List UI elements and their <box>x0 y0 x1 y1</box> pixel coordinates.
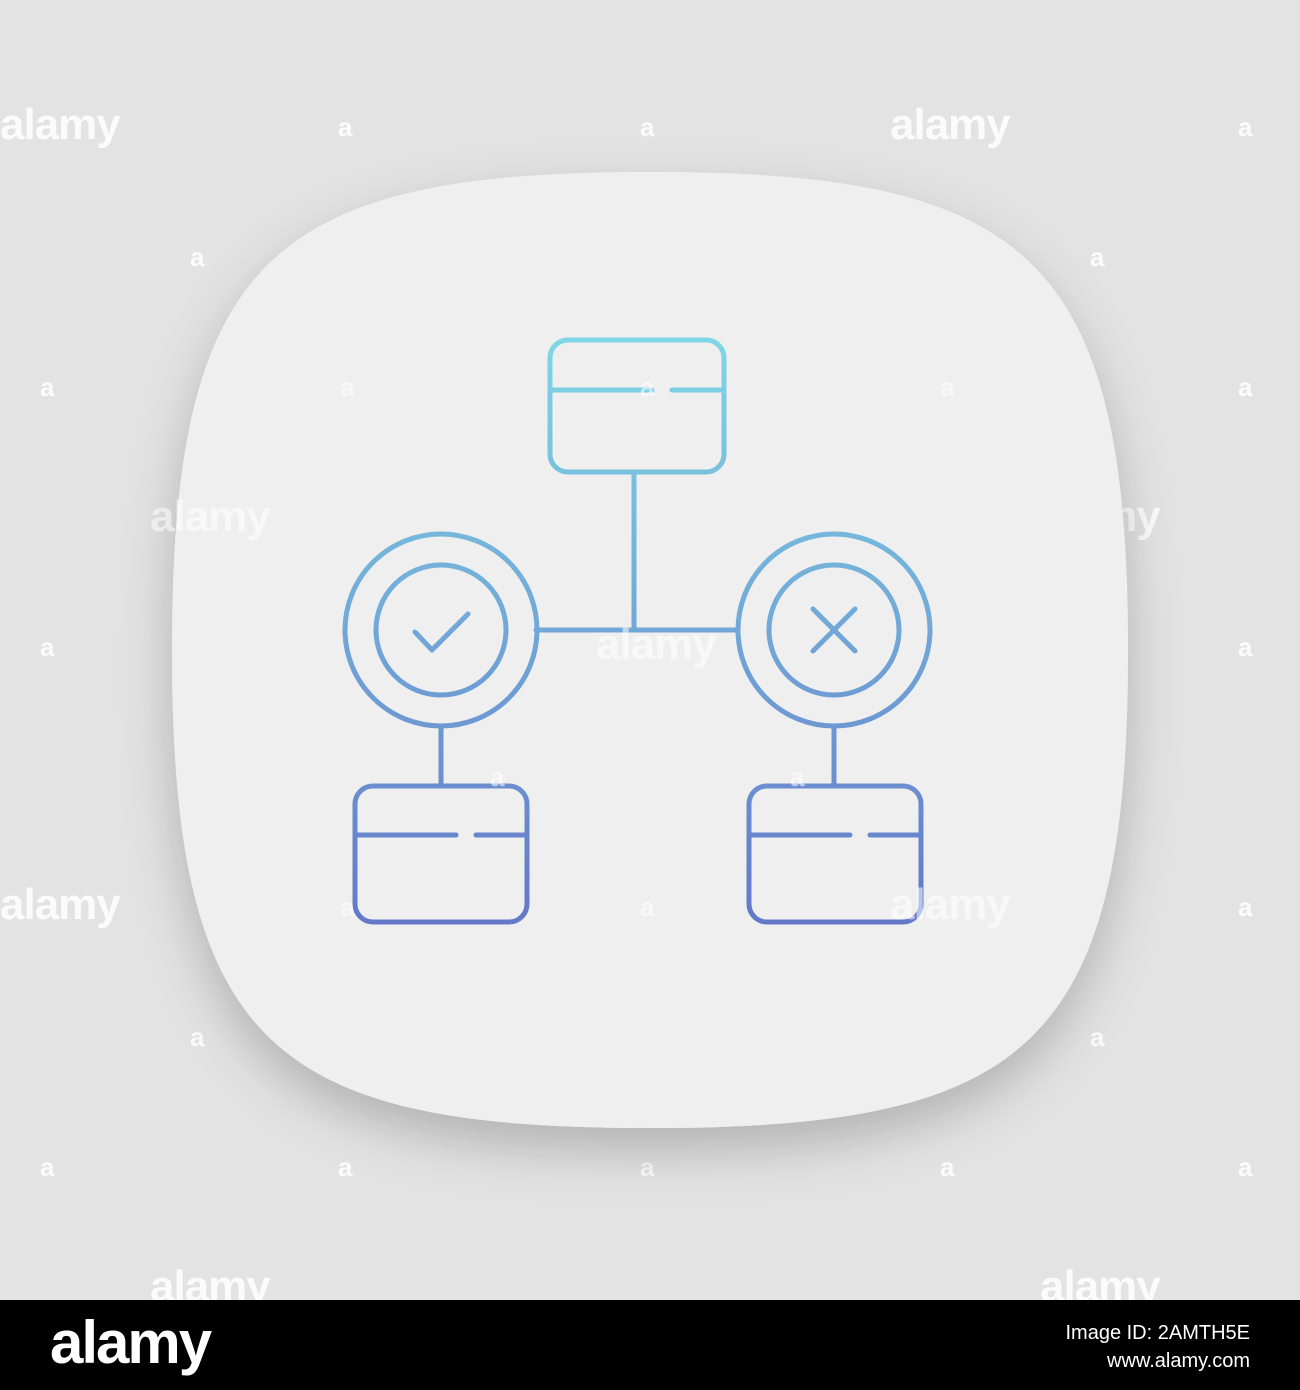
watermark-glyph: a <box>340 372 355 402</box>
watermark-glyph: a <box>1090 242 1105 272</box>
watermark-glyph: a <box>940 372 955 402</box>
app-icon-card <box>172 172 1128 1128</box>
watermark-glyph: a <box>338 112 353 142</box>
reject-outcome-box <box>746 783 924 925</box>
watermark: alamy <box>890 100 1011 149</box>
watermark: alamy <box>1040 1262 1161 1300</box>
site-url-link[interactable]: www.alamy.com <box>1107 1350 1250 1372</box>
watermark: alamy <box>0 880 121 929</box>
watermark-glyph: a <box>640 1152 655 1182</box>
watermark-glyph: a <box>1238 372 1253 402</box>
watermark-glyph: a <box>1238 632 1253 662</box>
watermark-glyph: a <box>790 762 805 792</box>
watermark-glyph: a <box>940 1152 955 1182</box>
watermark-glyph: a <box>490 762 505 792</box>
watermark: alamy <box>150 1262 271 1300</box>
watermark-glyph: a <box>40 1152 55 1182</box>
watermark-glyph: a <box>640 372 655 402</box>
watermark-glyph: a <box>1238 892 1253 922</box>
image-canvas: alamy a a alamy a a a a a a a alamy a a … <box>0 0 1300 1300</box>
watermark-glyph: a <box>40 632 55 662</box>
stock-footer-bar: alamy Image ID: 2AMTH5E www.alamy.com <box>0 1300 1300 1390</box>
watermark: alamy <box>890 880 1011 929</box>
watermark: alamy <box>150 492 271 541</box>
watermark-glyph: a <box>40 372 55 402</box>
watermark-glyph: a <box>1090 1022 1105 1052</box>
approve-outcome-box <box>352 783 530 925</box>
alamy-logo: alamy <box>50 1309 212 1376</box>
close-icon <box>810 606 858 654</box>
watermark-glyph: a <box>1238 112 1253 142</box>
watermark-glyph: a <box>640 112 655 142</box>
watermark: alamy <box>0 100 121 149</box>
app-icon <box>172 172 1128 1128</box>
watermark: alamy <box>596 620 717 669</box>
image-id-label: Image ID: 2AMTH5E <box>1065 1322 1250 1344</box>
check-icon <box>412 611 471 653</box>
watermark-glyph: a <box>338 1152 353 1182</box>
top-process-box <box>547 337 727 475</box>
watermark-glyph: a <box>340 892 355 922</box>
watermark-glyph: a <box>640 892 655 922</box>
watermark-glyph: a <box>190 242 205 272</box>
watermark-glyph: a <box>190 1022 205 1052</box>
watermark-glyph: a <box>1238 1152 1253 1182</box>
reject-decision-node <box>735 531 933 729</box>
